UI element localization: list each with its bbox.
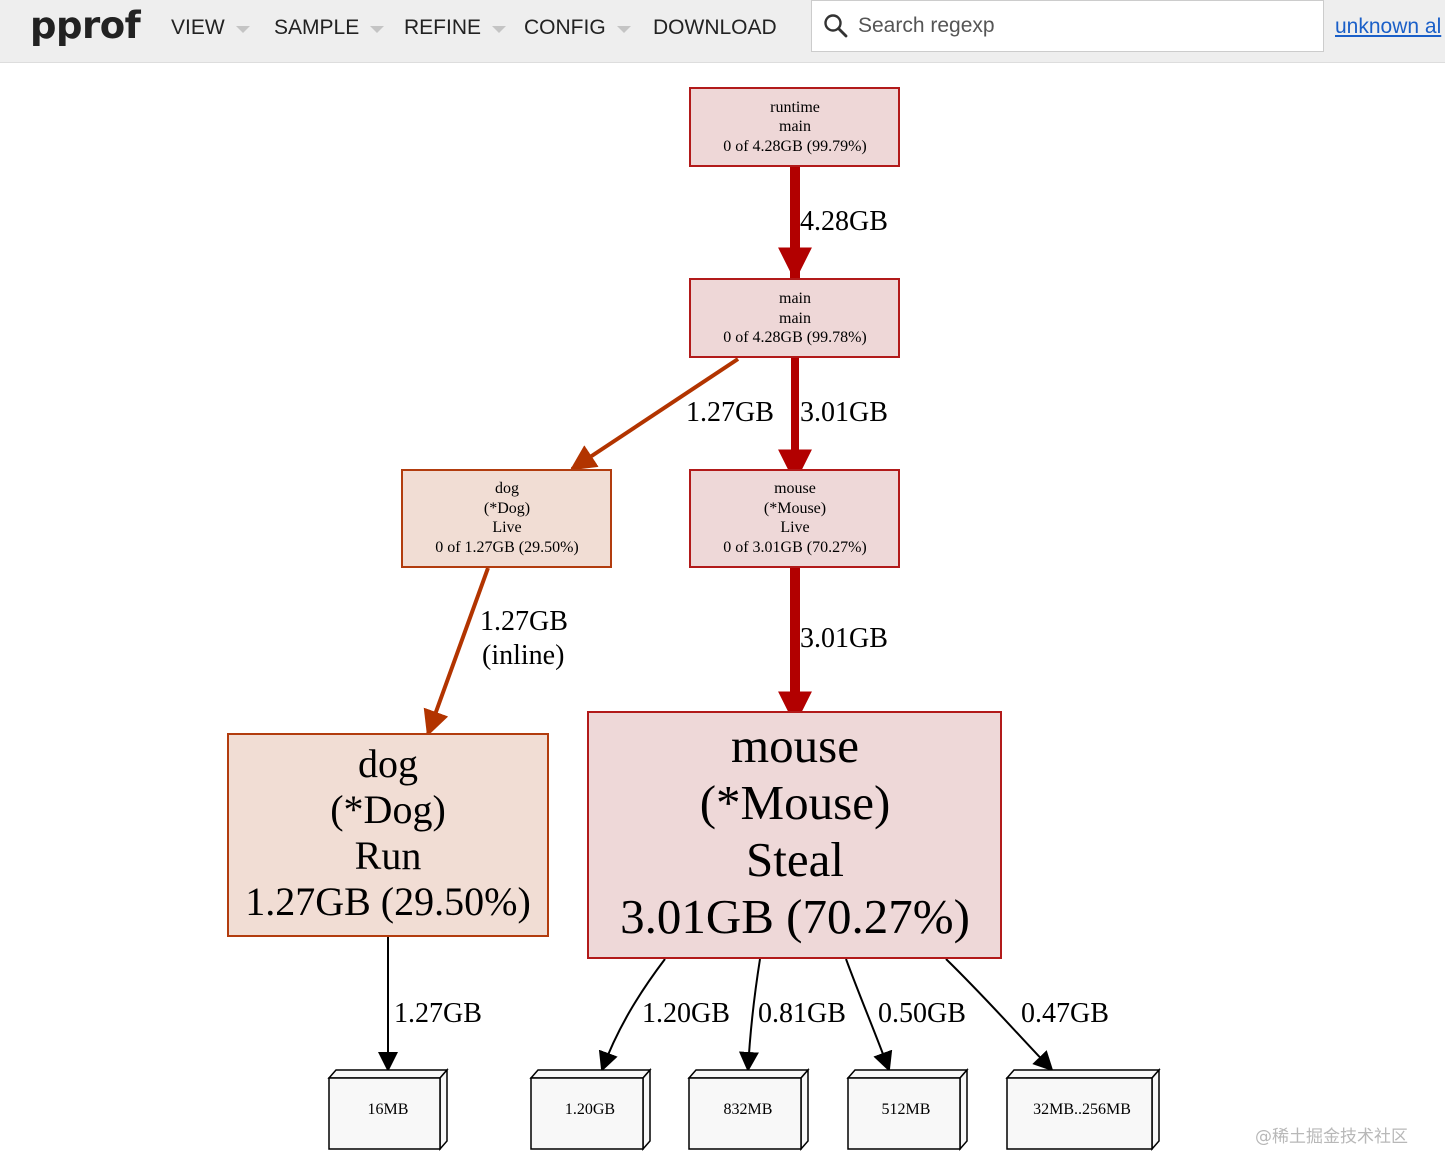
node-label-line: Live xyxy=(780,519,809,536)
edge-label: 0.47GB xyxy=(1021,998,1109,1029)
node-label-line: mouse xyxy=(731,718,859,773)
node-label-line: 1.27GB (29.50%) xyxy=(245,879,531,924)
edge-label: 1.27GB xyxy=(394,998,482,1029)
menu-sample[interactable]: SAMPLE xyxy=(274,15,385,41)
leaf-node-16mb[interactable]: 16MB xyxy=(327,1068,449,1151)
watermark: @稀土掘金技术社区 xyxy=(1255,1127,1408,1147)
node-mouse-steal[interactable]: mouse (*Mouse) Steal 3.01GB (70.27%) xyxy=(587,711,1002,959)
node-label-line: 3.01GB (70.27%) xyxy=(620,889,970,944)
search-input[interactable] xyxy=(858,9,1308,43)
edge-dog-run-to-16mb[interactable]: 1.27GB xyxy=(378,937,482,1072)
node-dog-live[interactable]: dog (*Dog) Live 0 of 1.27GB (29.50%) xyxy=(401,469,612,568)
chevron-down-icon xyxy=(235,25,250,33)
edge-runtime-to-main[interactable]: 4.28GB xyxy=(778,167,888,282)
edge-mouse-live-to-steal[interactable]: 3.01GB xyxy=(778,568,888,726)
edge-label: 3.01GB xyxy=(800,623,888,654)
menu-view[interactable]: VIEW xyxy=(171,15,250,41)
edge-label: (inline) xyxy=(482,640,564,671)
profile-link[interactable]: unknown al xyxy=(1335,15,1442,38)
menu-config-label: CONFIG xyxy=(524,16,606,39)
menu-config[interactable]: CONFIG xyxy=(524,15,631,41)
node-label-line: dog xyxy=(495,480,519,497)
chevron-down-icon xyxy=(370,25,385,33)
call-graph: 4.28GB 1.27GB 3.01GB 1.27GB (inline) 3.0… xyxy=(227,87,1161,1151)
chevron-down-icon xyxy=(492,25,507,33)
node-runtime-main[interactable]: runtime main 0 of 4.28GB (99.79%) xyxy=(689,87,900,167)
edge-steal-to-512mb[interactable]: 0.50GB xyxy=(845,958,966,1072)
leaf-node-1-20gb[interactable]: 1.20GB xyxy=(529,1068,652,1151)
edge-steal-to-1-20gb[interactable]: 1.20GB xyxy=(598,958,730,1072)
node-label-line: (*Dog) xyxy=(330,787,446,832)
node-label-line: (*Mouse) xyxy=(700,775,891,830)
search-box[interactable] xyxy=(811,0,1324,52)
node-label-line: mouse xyxy=(774,480,816,497)
leaf-label: 512MB xyxy=(882,1101,931,1118)
node-label-line: 0 of 4.28GB (99.78%) xyxy=(723,329,867,346)
edge-main-to-mouse-live[interactable]: 3.01GB xyxy=(778,358,888,484)
node-label-line: 0 of 4.28GB (99.79%) xyxy=(723,138,867,155)
edge-label: 1.27GB xyxy=(686,397,774,428)
menu-refine[interactable]: REFINE xyxy=(404,15,507,41)
node-label-line: runtime xyxy=(770,99,820,116)
node-label-line: Steal xyxy=(746,832,844,887)
search-icon xyxy=(824,14,848,38)
node-label-line: main xyxy=(779,310,811,327)
leaf-label: 32MB..256MB xyxy=(1033,1101,1131,1118)
edge-dog-live-to-run[interactable]: 1.27GB (inline) xyxy=(423,567,568,737)
node-label-line: (*Dog) xyxy=(484,500,530,517)
pprof-logo[interactable]: pprof xyxy=(30,4,141,47)
menu-view-label: VIEW xyxy=(171,16,225,39)
leaf-label: 1.20GB xyxy=(565,1101,615,1118)
toolbar: pprof VIEW SAMPLE REFINE CONFIG DOWNLOAD… xyxy=(0,0,1445,63)
edge-label: 0.81GB xyxy=(758,998,846,1029)
node-mouse-live[interactable]: mouse (*Mouse) Live 0 of 3.01GB (70.27%) xyxy=(689,469,900,568)
edge-steal-to-832mb[interactable]: 0.81GB xyxy=(738,958,846,1072)
node-label-line: main xyxy=(779,118,811,135)
node-label-line: main xyxy=(779,290,811,307)
menu-sample-label: SAMPLE xyxy=(274,16,360,39)
menu-download-label: DOWNLOAD xyxy=(653,16,777,39)
edge-label: 3.01GB xyxy=(800,397,888,428)
node-main-main[interactable]: main main 0 of 4.28GB (99.78%) xyxy=(689,278,900,358)
edge-main-to-dog-live[interactable]: 1.27GB xyxy=(569,357,774,471)
node-label-line: Run xyxy=(355,833,422,878)
node-label-line: (*Mouse) xyxy=(764,500,826,517)
edge-label: 1.20GB xyxy=(642,998,730,1029)
menu-refine-label: REFINE xyxy=(404,16,482,39)
leaf-node-832mb[interactable]: 832MB xyxy=(687,1068,810,1151)
node-label-line: dog xyxy=(358,741,418,786)
leaf-node-512mb[interactable]: 512MB xyxy=(846,1068,969,1151)
edge-label: 0.50GB xyxy=(878,998,966,1029)
menu-download[interactable]: DOWNLOAD xyxy=(653,15,777,41)
leaf-node-32mb-256mb[interactable]: 32MB..256MB xyxy=(1005,1068,1161,1151)
node-label-line: 0 of 3.01GB (70.27%) xyxy=(723,539,867,556)
leaf-label: 16MB xyxy=(368,1101,409,1118)
chevron-down-icon xyxy=(616,25,631,33)
edge-label: 1.27GB xyxy=(480,606,568,637)
node-label-line: 0 of 1.27GB (29.50%) xyxy=(435,539,579,556)
node-label-line: Live xyxy=(492,519,521,536)
node-dog-run[interactable]: dog (*Dog) Run 1.27GB (29.50%) xyxy=(227,733,549,937)
edge-steal-to-32mb-256mb[interactable]: 0.47GB xyxy=(945,958,1109,1072)
edge-label: 4.28GB xyxy=(800,206,888,237)
leaf-label: 832MB xyxy=(724,1101,773,1118)
